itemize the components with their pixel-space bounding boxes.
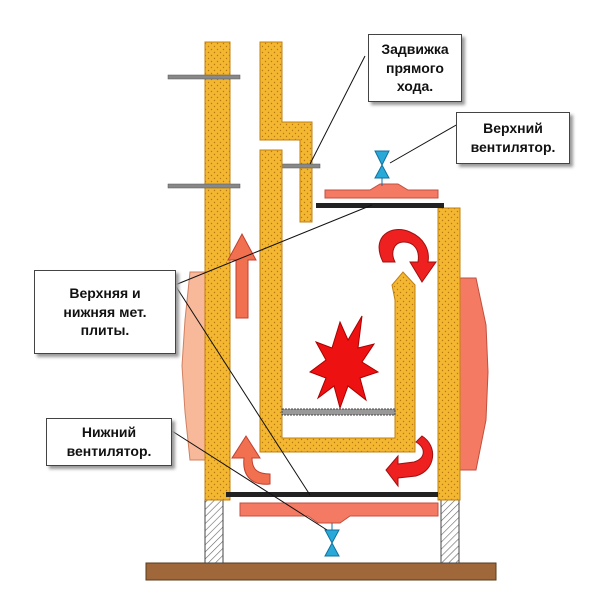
bottom-fan-valve-icon — [324, 523, 340, 557]
flame-icon — [308, 315, 380, 410]
top-plate — [316, 203, 444, 208]
grate — [281, 408, 396, 416]
bottom-fan — [239, 502, 439, 524]
plates-label: Верхняя и нижняя мет. плиты. — [34, 270, 176, 354]
bottom-left-swirl-arrow-icon — [231, 435, 271, 485]
right-leg — [440, 499, 460, 564]
firebox-inner-wall — [259, 149, 416, 453]
top-fan-valve-icon — [374, 150, 390, 186]
top-fan-label: Верхний вентилятор. — [456, 112, 570, 164]
chimney-rod-bottom — [167, 183, 241, 189]
damper-label: Задвижка прямого хода. — [368, 34, 462, 102]
left-leg — [204, 499, 224, 564]
bottom-plate — [226, 492, 438, 497]
damper-leader — [309, 55, 366, 165]
chimney-rod-top — [167, 74, 241, 80]
top-fan — [324, 183, 439, 199]
plates-leader-bottom — [174, 284, 311, 496]
updraft-arrow-icon — [227, 232, 257, 319]
floor-board — [145, 562, 497, 581]
right-outer-wall — [437, 207, 461, 501]
left-side-fan — [181, 271, 206, 461]
bottom-fan-leader — [171, 430, 328, 531]
top-swirl-arrow-icon — [378, 229, 437, 283]
bottom-fan-label: Нижний вентилятор. — [46, 418, 172, 466]
top-fan-leader — [389, 123, 459, 164]
right-side-fan — [459, 277, 489, 471]
inner-flue — [259, 41, 313, 223]
bottom-swirl-arrow-icon — [385, 435, 433, 488]
plates-leader-top — [174, 204, 373, 286]
